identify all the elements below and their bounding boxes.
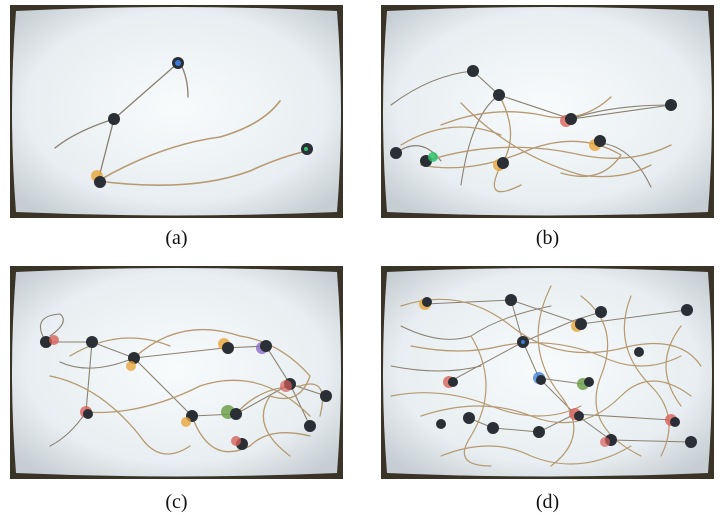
photo-panel-b	[381, 5, 714, 218]
panel-c	[10, 266, 343, 479]
robot-icon	[304, 420, 316, 432]
robot-icon	[594, 135, 606, 147]
robot-icon	[685, 436, 697, 448]
robot-icon	[665, 99, 677, 111]
robot-icon	[681, 304, 693, 316]
caption-d: (d)	[535, 491, 560, 513]
robot-icon	[422, 297, 432, 307]
robot-icon	[595, 306, 607, 318]
robot-icon	[86, 336, 98, 348]
robot-icon	[40, 336, 52, 348]
robot-group-a	[91, 57, 313, 188]
robot-icon	[487, 422, 499, 434]
robot-icon	[565, 113, 577, 125]
robot-icon	[448, 377, 458, 387]
panel-d	[381, 266, 714, 479]
panel-b	[381, 5, 714, 218]
robot-icon	[94, 176, 106, 188]
robot-group-b	[390, 65, 677, 171]
robot-icon	[634, 347, 644, 357]
robot-icon	[230, 408, 242, 420]
robot-icon	[574, 411, 584, 421]
robot-icon	[222, 342, 234, 354]
robot-group-c	[40, 335, 332, 450]
robot-icon	[536, 375, 546, 385]
photo-panel-a	[10, 5, 343, 218]
panel-a	[10, 5, 343, 218]
robot-icon	[108, 113, 120, 125]
robot-icon	[584, 377, 594, 387]
robot-icon	[463, 412, 475, 424]
robot-icon	[533, 426, 545, 438]
photo-panel-c	[10, 266, 343, 479]
robot-icon	[260, 340, 272, 352]
robot-icon	[493, 89, 505, 101]
caption-b: (b)	[535, 227, 560, 249]
robot-icon	[83, 409, 93, 419]
photo-panel-d	[381, 266, 714, 479]
robot-icon	[467, 65, 479, 77]
robot-icon	[497, 157, 509, 169]
robot-icon	[436, 419, 446, 429]
caption-a: (a)	[165, 227, 188, 249]
robot-icon	[670, 417, 680, 427]
robot-icon	[505, 294, 517, 306]
robot-icon	[390, 147, 402, 159]
robot-icon	[320, 390, 332, 402]
caption-c: (c)	[165, 491, 188, 513]
robot-icon	[575, 318, 587, 330]
robot-group-d	[419, 294, 697, 448]
